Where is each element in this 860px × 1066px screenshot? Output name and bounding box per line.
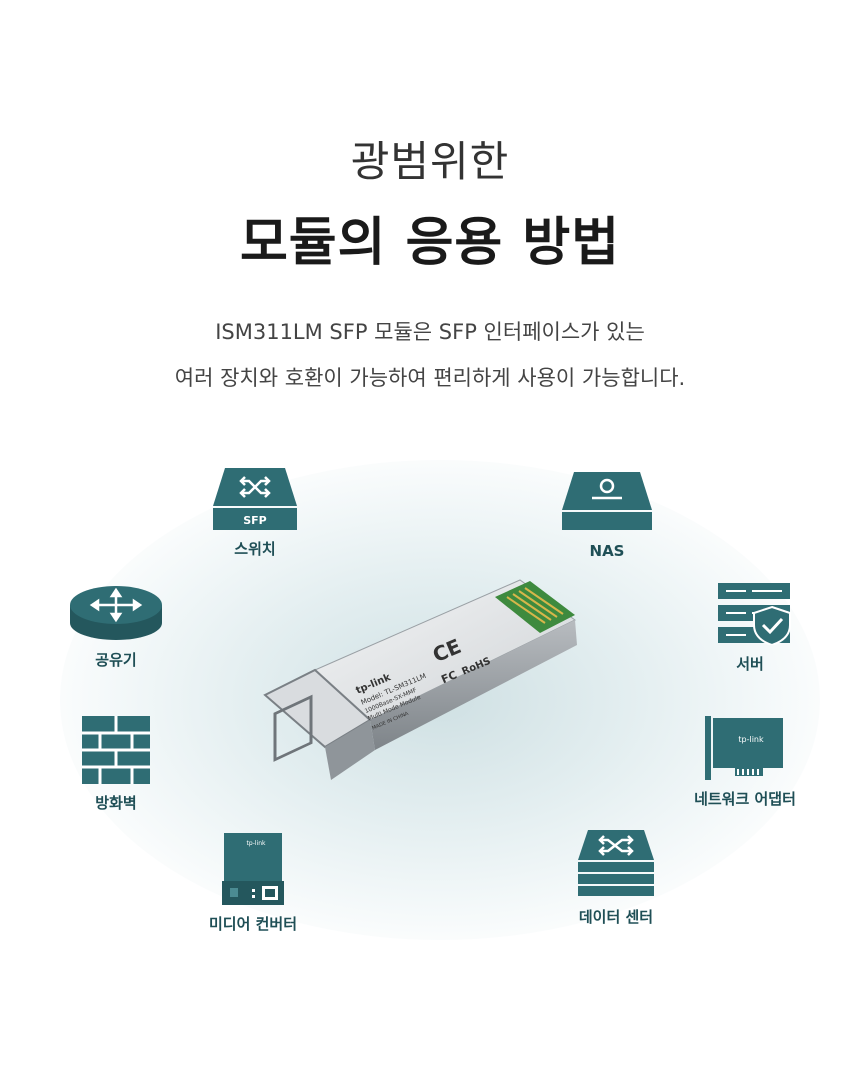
device-datacenter: 데이터 센터 [566, 830, 666, 927]
device-network-adapter: tp-link 네트워크 어댑터 [680, 712, 810, 809]
switch-icon: SFP [213, 468, 297, 530]
switch-sfp-badge: SFP [243, 514, 267, 527]
device-label-firewall: 방화벽 [95, 794, 137, 812]
device-label-switch: 스위치 [234, 540, 276, 558]
module-cert-fc: FC [439, 668, 458, 686]
device-server: 서버 [700, 583, 800, 674]
converter-brand: tp-link [247, 840, 266, 847]
network-adapter-icon: tp-link [705, 716, 783, 780]
device-label-router: 공유기 [95, 651, 137, 669]
sfp-module-image: tp-link Model: TL-SM311LM 1000Base-SX-MM… [263, 579, 577, 780]
router-icon [70, 586, 162, 640]
firewall-icon [82, 716, 150, 784]
device-media-converter: tp-link 미디어 컨버터 [203, 833, 303, 934]
adapter-brand: tp-link [738, 735, 764, 744]
device-router: 공유기 [66, 585, 166, 670]
page-title: 모듈의 응용 방법 [239, 213, 621, 273]
nas-icon [562, 472, 652, 530]
device-label-media-converter: 미디어 컨버터 [208, 915, 298, 933]
device-label-server: 서버 [736, 655, 764, 673]
device-nas: NAS [557, 472, 657, 560]
device-label-adapter: 네트워크 어댑터 [694, 790, 796, 808]
device-label-nas: NAS [589, 542, 625, 560]
description-line-1: ISM311LM SFP 모듈은 SFP 인터페이스가 있는 [215, 320, 645, 344]
description-line-2: 여러 장치와 호환이 가능하여 편리하게 사용이 가능합니다. [174, 366, 686, 390]
device-switch: SFP 스위치 [205, 468, 305, 559]
server-icon [718, 583, 791, 645]
page-subtitle: 광범위한 [350, 137, 510, 186]
media-converter-icon: tp-link [222, 833, 284, 905]
device-label-datacenter: 데이터 센터 [578, 908, 654, 926]
datacenter-icon [578, 830, 654, 896]
device-firewall: 방화벽 [66, 716, 166, 813]
